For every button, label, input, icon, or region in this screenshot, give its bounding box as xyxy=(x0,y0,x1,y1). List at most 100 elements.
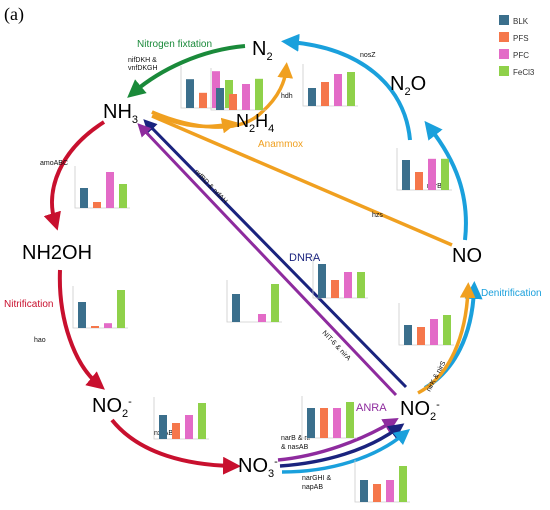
mini-chart-nxrab xyxy=(153,397,209,440)
anra-arrow xyxy=(137,123,398,397)
process-label-anra: ANRA xyxy=(356,402,387,414)
legend-swatch-blk xyxy=(499,15,509,25)
norbc_chart-bar-blk xyxy=(402,160,410,190)
mini-chart-center xyxy=(226,280,282,323)
no3-to-no2-navy-arrow xyxy=(279,423,405,468)
gene-label-hdh: hdh xyxy=(281,93,293,100)
anra_chart-bar-blk xyxy=(307,408,315,438)
mini-chart-nar xyxy=(354,460,410,503)
process-label-nitrogen-fixation: Nitrogen fixtation xyxy=(137,39,212,50)
gene-label-nifdkh: nifDKH & xyxy=(128,57,157,64)
process-label-nitrification: Nitrification xyxy=(4,299,53,310)
mini-chart-norbc xyxy=(396,148,452,191)
dnra_chart-bar-pfs xyxy=(331,280,339,298)
no3-to-no2-blue-arrow xyxy=(281,428,411,474)
center_chart-bar-fecl3 xyxy=(271,284,279,322)
nosz_chart-bar-pfc xyxy=(334,74,342,106)
nxrab_chart-bar-blk xyxy=(159,415,167,439)
nxrab_chart-bar-pfc xyxy=(185,415,193,439)
legend: BLK PFS PFC FeCl3 xyxy=(499,15,535,77)
no3-to-no2-purple-arrow xyxy=(277,417,399,462)
mini-chart-dnra xyxy=(312,256,368,299)
legend-label-blk: BLK xyxy=(513,17,529,26)
anra_chart-bar-fecl3 xyxy=(346,402,354,438)
nirks_chart-bar-blk xyxy=(404,325,412,345)
nosz_chart-bar-pfs xyxy=(321,82,329,106)
no2-to-no3-arrow xyxy=(110,418,241,475)
anra_chart-bar-pfs xyxy=(320,408,328,438)
dnra_chart-bar-fecl3 xyxy=(357,272,365,298)
mini-chart-hao xyxy=(72,286,128,329)
amoabc_chart-bar-pfc xyxy=(106,172,114,208)
hao_chart-bar-blk xyxy=(78,302,86,328)
hdh_chart-bar-pfc xyxy=(242,84,250,110)
center_chart-bar-pfc xyxy=(258,314,266,322)
nxrab_chart-bar-pfs xyxy=(172,423,180,439)
center_chart-bar-blk xyxy=(232,294,240,322)
nitrogen-fixation-arrow xyxy=(127,44,246,98)
no-to-n2o-arrow xyxy=(424,120,468,241)
n_fixation_chart-bar-blk xyxy=(186,79,194,108)
anra_chart-bar-pfc xyxy=(333,408,341,438)
dnra_chart-bar-blk xyxy=(318,264,326,298)
mini-chart-anra xyxy=(301,396,357,439)
mini-chart-nosz xyxy=(302,64,358,107)
nar_chart-bar-blk xyxy=(360,480,368,502)
nosz_chart-bar-fecl3 xyxy=(347,72,355,106)
nxrab_chart-bar-fecl3 xyxy=(198,403,206,439)
amoabc_chart-bar-blk xyxy=(80,188,88,208)
norbc_chart-bar-pfc xyxy=(428,158,436,190)
hdh_chart-bar-pfs xyxy=(229,94,237,110)
mini-chart-n-fixation xyxy=(180,66,236,109)
hdh_chart-bar-blk xyxy=(216,88,224,110)
nirks_chart-bar-pfs xyxy=(417,327,425,345)
gene-label-napab: napAB xyxy=(302,484,323,491)
gene-label-nitab: NIT-6 & nirA xyxy=(321,330,352,363)
nirks_chart-bar-pfc xyxy=(430,319,438,345)
legend-swatch-pfs xyxy=(499,32,509,42)
node-nh2oh: NH2OH xyxy=(22,242,92,264)
norbc_chart-bar-pfs xyxy=(415,172,423,190)
nar_chart-bar-pfs xyxy=(373,484,381,502)
mini-chart-hdh xyxy=(210,68,266,111)
nh3-to-n2h4-arrow xyxy=(151,110,238,134)
gene-label-hao: hao xyxy=(34,337,46,344)
node-nh3: NH3 xyxy=(103,101,138,126)
hao_chart-bar-pfs xyxy=(91,326,99,328)
node-no: NO xyxy=(452,245,482,267)
gene-label-vnfdkgh: vnfDKGH xyxy=(128,65,158,72)
process-label-dnra: DNRA xyxy=(289,252,321,264)
gene-label-narghi: narGHI & xyxy=(302,475,332,482)
anammox-no-nh3-line xyxy=(151,114,453,247)
nosz_chart-bar-blk xyxy=(308,88,316,106)
legend-label-pfc: PFC xyxy=(513,51,529,60)
process-label-denitrification: Denitrification xyxy=(481,288,542,299)
nh3-to-nh2oh-arrow xyxy=(43,120,106,231)
n_fixation_chart-bar-pfs xyxy=(199,92,207,108)
nirks_chart-bar-fecl3 xyxy=(443,315,451,345)
gene-label-narb2: & nasAB xyxy=(281,444,309,451)
node-n2: N2 xyxy=(252,38,273,63)
gene-label-nosz: nosZ xyxy=(360,52,376,59)
n2o-to-n2-arrow xyxy=(281,33,412,141)
mini-chart-nirks xyxy=(398,303,454,346)
legend-swatch-fecl3 xyxy=(499,66,509,76)
node-no2-right: NO2- xyxy=(400,398,440,423)
gene-label-norbc: norBC xyxy=(427,183,447,190)
node-n2o: N2O xyxy=(390,73,426,98)
nh2oh-to-no2-arrow xyxy=(57,269,105,390)
nar_chart-bar-pfc xyxy=(386,480,394,502)
hao_chart-bar-fecl3 xyxy=(117,290,125,328)
legend-label-pfs: PFS xyxy=(513,34,529,43)
node-n2h4: N2H4 xyxy=(236,111,274,135)
node-no3: NO3- xyxy=(238,455,278,480)
norbc_chart-bar-fecl3 xyxy=(441,158,449,190)
mini-chart-amoabc xyxy=(74,166,130,209)
amoabc_chart-bar-fecl3 xyxy=(119,184,127,208)
dnra_chart-bar-pfc xyxy=(344,272,352,298)
hao_chart-bar-pfc xyxy=(104,323,112,328)
nar_chart-bar-fecl3 xyxy=(399,466,407,502)
node-no2-left: NO2- xyxy=(92,395,132,420)
panel-label: (a) xyxy=(4,4,24,25)
